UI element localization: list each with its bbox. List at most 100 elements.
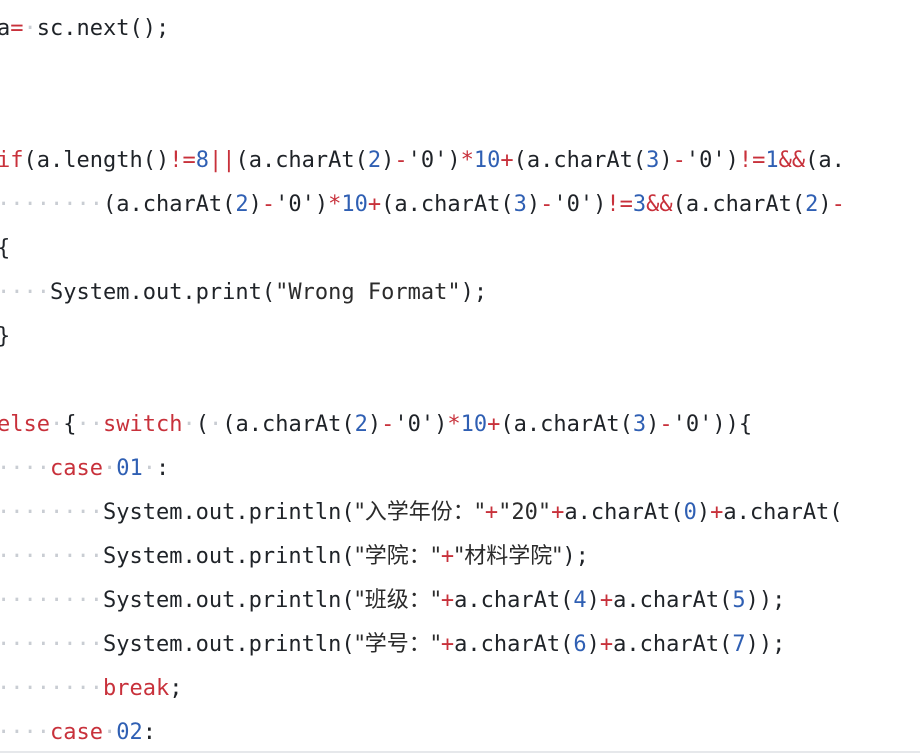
- whitespace-marker: ····: [0, 280, 50, 305]
- token-brace: }: [0, 324, 10, 349]
- token-punctuation: ): [248, 192, 262, 217]
- token-punctuation: ): [696, 500, 711, 525]
- whitespace-marker: ········: [0, 676, 103, 701]
- token-punctuation: ): [818, 192, 832, 217]
- code-line-11[interactable]: ········System.out.println("班级："+a.charA…: [0, 586, 785, 616]
- whitespace-marker: ·: [208, 412, 223, 437]
- token-expression: (a.charAt(: [235, 148, 368, 173]
- token-punctuation: ): [447, 148, 461, 173]
- token-expression: (a.charAt(: [102, 192, 236, 217]
- token-number: 4: [573, 588, 587, 613]
- token-number: 8: [195, 148, 209, 173]
- token-brace: {: [63, 412, 77, 437]
- token-expression: (a.: [805, 148, 845, 173]
- token-expression: (a.charAt(: [381, 192, 514, 217]
- token-number: 10: [473, 148, 501, 173]
- token-operator: +: [710, 500, 724, 525]
- whitespace-marker: ····: [0, 456, 50, 481]
- whitespace-marker: ·: [182, 412, 196, 437]
- token-expression: (a.charAt(: [513, 148, 647, 173]
- token-operator: +: [367, 192, 382, 217]
- token-number: 10: [341, 192, 368, 217]
- token-string: '0': [672, 412, 713, 437]
- token-punctuation: ): [526, 192, 541, 217]
- token-operator: +: [500, 148, 514, 173]
- token-string: '0': [553, 192, 594, 217]
- code-line-8[interactable]: ····case·01·:: [0, 454, 169, 484]
- code-line-6[interactable]: }: [0, 322, 10, 352]
- token-number: 2: [354, 412, 368, 437]
- token-punctuation: ): [434, 412, 448, 437]
- whitespace-marker: ·: [23, 16, 37, 41]
- token-punctuation: ): [367, 412, 382, 437]
- code-line-9[interactable]: ········System.out.println("入学年份："+"20"+…: [0, 498, 843, 528]
- code-line-7[interactable]: else·{··switch·(·(a.charAt(2)-'0')*10+(a…: [0, 410, 752, 440]
- token-punctuation: ): [646, 412, 660, 437]
- token-operator: =: [10, 16, 24, 41]
- whitespace-marker: ········: [0, 588, 103, 613]
- token-statement: System.out.println(: [102, 588, 355, 613]
- token-punctuation: :: [155, 456, 170, 481]
- keyword-case: case: [49, 456, 103, 481]
- token-statement: System.out.println(: [102, 500, 355, 525]
- editor-bottom-border: [0, 751, 920, 753]
- token-operator: +: [484, 500, 499, 525]
- code-line-2[interactable]: if(a.length()!=8||(a.charAt(2)-'0')*10+(…: [0, 146, 845, 176]
- code-line-5[interactable]: ····System.out.print("Wrong Format");: [0, 278, 487, 308]
- whitespace-marker: ··: [76, 412, 103, 437]
- token-operator: +: [599, 632, 614, 657]
- token-expression: (a.charAt(: [500, 412, 633, 437]
- token-expression: a.charAt(: [613, 588, 733, 613]
- token-string: "班级：": [354, 588, 441, 613]
- code-line-3[interactable]: ········(a.charAt(2)-'0')*10+(a.charAt(3…: [0, 190, 845, 220]
- token-number: 6: [573, 632, 587, 657]
- token-string: "20": [498, 500, 552, 525]
- token-expression: a.charAt(: [454, 588, 574, 613]
- token-statement: System.out.println(: [102, 544, 355, 569]
- token-statement: System.out.println(: [102, 632, 355, 657]
- token-number: 3: [646, 148, 660, 173]
- token-punctuation: ): [314, 192, 329, 217]
- token-punctuation: ));: [745, 632, 786, 657]
- whitespace-marker: ····: [0, 720, 50, 745]
- token-operator: !=: [169, 148, 196, 173]
- token-statement: System.out.print(: [49, 280, 276, 305]
- token-operator: +: [487, 412, 501, 437]
- token-punctuation: );: [562, 544, 589, 569]
- whitespace-marker: ·: [142, 456, 156, 481]
- token-number: 02: [116, 720, 143, 745]
- token-operator: &&: [778, 148, 806, 173]
- token-expression: a.charAt(: [564, 500, 684, 525]
- code-line-12[interactable]: ········System.out.println("学号："+a.charA…: [0, 630, 785, 660]
- code-line-10[interactable]: ········System.out.println("学院："+"材料学院")…: [0, 542, 589, 572]
- token-punctuation: (: [195, 412, 209, 437]
- token-number: 10: [460, 412, 488, 437]
- token-number: 3: [632, 412, 647, 437]
- token-operator: +: [440, 632, 455, 657]
- token-expression: a.charAt(: [723, 500, 843, 525]
- token-punctuation: ;: [169, 676, 183, 701]
- whitespace-marker: ·: [102, 456, 117, 481]
- token-number: 3: [513, 192, 527, 217]
- token-operator: -: [659, 412, 673, 437]
- token-expression: (a.charAt(: [672, 192, 806, 217]
- whitespace-marker: ·: [49, 412, 64, 437]
- keyword-switch: switch: [102, 412, 183, 437]
- code-line-13[interactable]: ········break;: [0, 674, 182, 704]
- token-operator: +: [440, 544, 455, 569]
- whitespace-marker: ········: [0, 544, 103, 569]
- keyword-case: case: [49, 720, 103, 745]
- token-string: '0': [407, 148, 448, 173]
- token-operator: !=: [606, 192, 633, 217]
- code-line-4[interactable]: {: [0, 234, 10, 264]
- token-operator: ||: [208, 148, 236, 173]
- token-string: "入学年份：": [354, 500, 485, 525]
- code-line-1[interactable]: a=·sc.next();: [0, 14, 169, 44]
- keyword-else: else: [0, 412, 50, 437]
- token-operator: !=: [738, 148, 766, 173]
- whitespace-marker: ········: [0, 632, 103, 657]
- whitespace-marker: ·: [102, 720, 117, 745]
- token-number: 0: [683, 500, 697, 525]
- code-line-14[interactable]: ····case·02:: [0, 718, 156, 748]
